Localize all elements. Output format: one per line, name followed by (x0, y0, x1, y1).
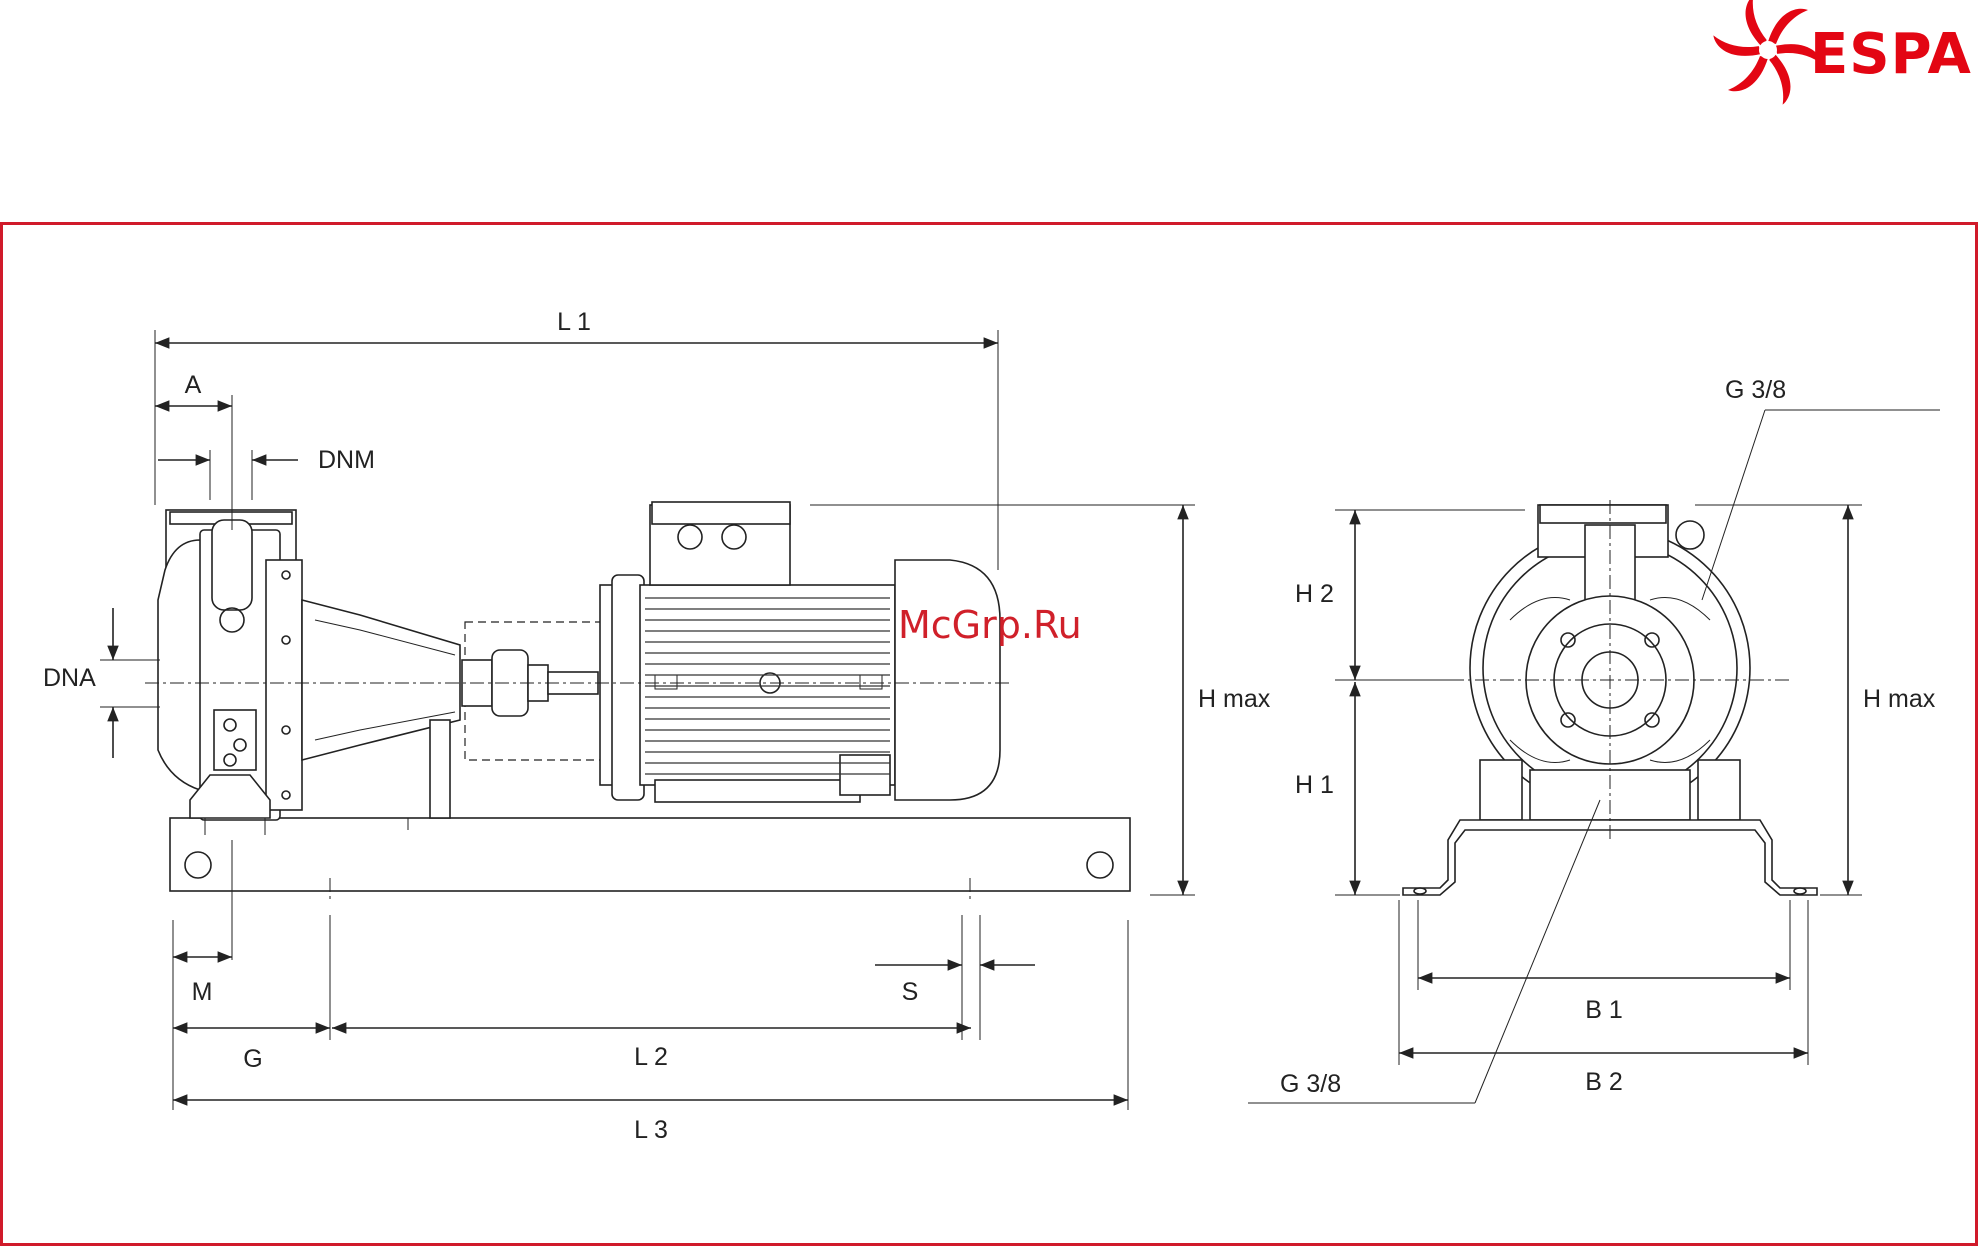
dim-H1: H 1 (1295, 771, 1334, 799)
dim-S: S (902, 978, 919, 1006)
dim-L1: L 1 (557, 308, 591, 336)
dim-G: G (243, 1045, 262, 1073)
dim-DNA: DNA (43, 664, 96, 692)
dim-L3: L 3 (634, 1116, 668, 1144)
dim-M: M (192, 978, 213, 1006)
dim-A: A (185, 371, 202, 399)
dim-H2: H 2 (1295, 580, 1334, 608)
pump-volute (158, 510, 302, 835)
dim-G38-bottom: G 3/8 (1280, 1070, 1341, 1098)
side-view: L 1 A DNM DNA H max M S (43, 308, 1271, 1144)
electric-motor (600, 502, 1000, 802)
dim-L2: L 2 (634, 1043, 668, 1071)
dim-B1: B 1 (1585, 996, 1623, 1024)
base-frame (170, 818, 1130, 891)
dim-Hmax-front: H max (1863, 685, 1936, 713)
dim-Hmax-side: H max (1198, 685, 1271, 713)
dim-DNM: DNM (318, 446, 375, 474)
dim-G38-top: G 3/8 (1725, 376, 1786, 404)
watermark: McGrp.Ru (898, 603, 1082, 647)
front-view: G 3/8 H 2 H 1 H max B 1 B 2 G 3/8 (1248, 376, 1940, 1103)
bearing-bracket (302, 600, 460, 830)
dim-B2: B 2 (1585, 1068, 1623, 1096)
